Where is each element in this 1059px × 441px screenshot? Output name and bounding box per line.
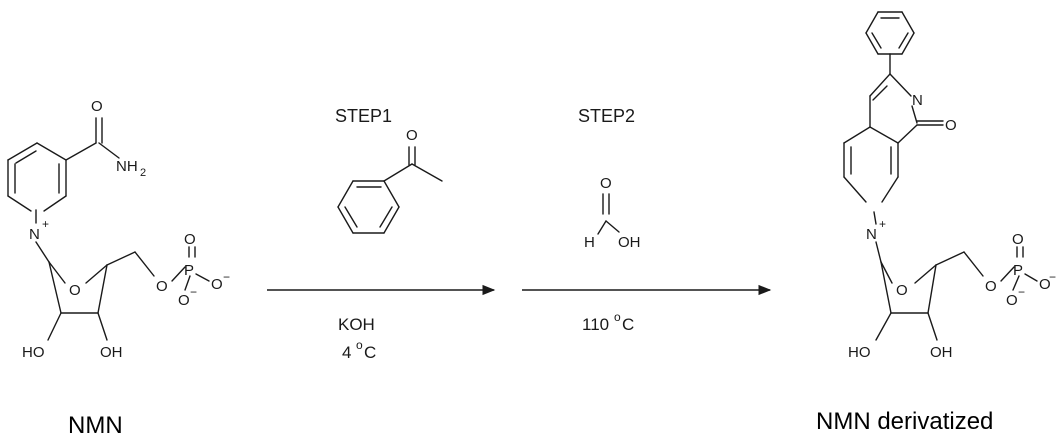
- product-carbonyl-o: O: [945, 117, 957, 134]
- reactant-name: NMN: [68, 412, 123, 439]
- nmn-phosphate-o-bottom: O: [178, 292, 190, 309]
- step1: STEP1 O KOH 4 o C: [267, 106, 496, 362]
- nmn-phosphate-o-right: O: [211, 276, 223, 293]
- step2: STEP2 O H OH 110 o C: [522, 106, 772, 334]
- step1-degree: o: [356, 338, 363, 352]
- product-fused-rings: [843, 73, 944, 225]
- product-n-plus: +: [879, 217, 886, 231]
- product-phosphate-minus-bottom: −: [1018, 285, 1025, 299]
- nmn-ribose-o: O: [69, 282, 81, 299]
- nmn-amide-h2-subscript: 2: [140, 167, 146, 179]
- formic-acid-oh: OH: [618, 234, 641, 251]
- product-ring-n: N: [866, 226, 877, 243]
- nmn-pyridinium-ring: [7, 142, 67, 224]
- product-name: NMN derivatized: [816, 408, 993, 435]
- product-phenyl-ring: [865, 11, 915, 75]
- nmn-bridge-o: O: [156, 278, 168, 295]
- formic-acid-structure: [597, 193, 620, 235]
- nmn-amide-nh: NH: [116, 158, 138, 175]
- nmn-phosphate-group: [171, 246, 210, 291]
- product-phosphate-o-bottom: O: [1006, 292, 1018, 309]
- nmn-phosphate-minus-right: −: [223, 270, 230, 284]
- product-ribose-ring: [875, 241, 984, 341]
- step1-reagent: KOH: [338, 315, 375, 334]
- product-hydroxyl-right: OH: [930, 344, 953, 361]
- nmn-ring-n: N: [29, 226, 40, 243]
- product-phosphorus: P: [1013, 262, 1023, 279]
- product-hydroxyl-left: HO: [848, 344, 871, 361]
- nmn-n-plus: +: [42, 217, 49, 231]
- nmn-hydroxyl-right: OH: [100, 344, 123, 361]
- product-phosphate-o-top: O: [1012, 231, 1024, 248]
- product-ribose-o: O: [896, 282, 908, 299]
- step2-degree: o: [614, 310, 621, 324]
- product-amide-n: N: [912, 92, 923, 109]
- nmn-carbonyl-o: O: [91, 98, 103, 115]
- nmn-phosphate-minus-bottom: −: [190, 285, 197, 299]
- product-phosphate-o-right: O: [1039, 276, 1051, 293]
- acetophenone-o: O: [406, 127, 418, 144]
- step2-temp-value: 110: [582, 315, 609, 334]
- nmn-structure: O NH 2 N + O O P O O − O − HO OH NMN: [7, 98, 230, 439]
- step2-label: STEP2: [578, 106, 635, 126]
- nmn-phosphate-o-top: O: [184, 231, 196, 248]
- nmn-ribose-ring: [35, 241, 155, 341]
- step2-temp-unit: C: [622, 315, 634, 334]
- nmn-derivatized-structure: N O N + O O P O O − O − HO OH NMN deriva…: [816, 11, 1056, 435]
- formic-acid-carbonyl-o: O: [600, 175, 612, 192]
- nmn-phosphorus: P: [184, 262, 194, 279]
- nmn-amide-group: [65, 117, 120, 161]
- acetophenone-structure: [337, 146, 443, 234]
- nmn-hydroxyl-left: HO: [22, 344, 45, 361]
- step1-temp-unit: C: [364, 343, 376, 362]
- step1-label: STEP1: [335, 106, 392, 126]
- product-phosphate-group: [1000, 246, 1038, 291]
- formic-acid-h: H: [584, 234, 595, 251]
- step1-temp-value: 4: [342, 343, 351, 362]
- product-phosphate-minus-right: −: [1049, 270, 1056, 284]
- product-bridge-o: O: [985, 278, 997, 295]
